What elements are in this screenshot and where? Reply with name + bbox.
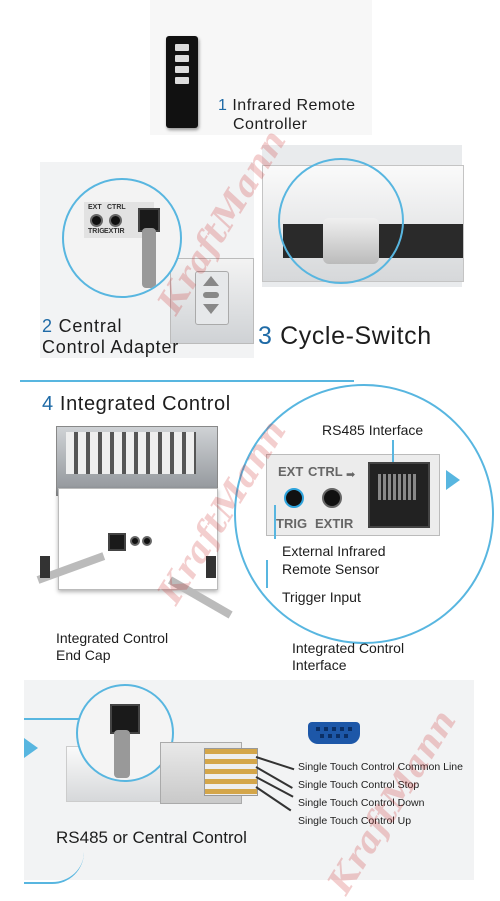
- rs485-label: RS485 Interface: [322, 422, 424, 438]
- rj-plug-contacts: [204, 748, 258, 796]
- interface-port-extir: EXTIR: [315, 516, 354, 531]
- end-cap-label-line1: Integrated Control: [56, 630, 169, 646]
- down-arrow-icon: [203, 304, 219, 314]
- integrated-top-line: [20, 380, 354, 382]
- extir-jack: [322, 488, 342, 508]
- adapter-zoom-circle: EXT CTRL TRIG EXTIR: [62, 178, 182, 298]
- end-cap-image: [36, 426, 238, 626]
- integrated-title: 4 Integrated Control: [42, 393, 231, 416]
- up-arrow-icon: [203, 276, 219, 286]
- interface-label: Integrated Control Interface: [292, 640, 404, 674]
- trig-leader: [266, 560, 268, 588]
- sensor-label-line1: External Infrared: [282, 543, 386, 559]
- rs485-zoom-circle: [76, 684, 174, 782]
- interface-port-ext: EXT: [278, 464, 304, 479]
- adapter-port-ctrl: CTRL: [107, 204, 126, 211]
- remote-number: 1: [218, 97, 228, 114]
- rs485-bottom-curve: [24, 852, 84, 884]
- db9-connector: [308, 722, 360, 744]
- rs485-port-contacts: [378, 474, 416, 500]
- sensor-label: External Infrared Remote Sensor: [282, 542, 386, 578]
- interface-label-line2: Interface: [292, 657, 347, 673]
- wire-label-common: Single Touch Control Common Line: [298, 761, 463, 773]
- cycle-title-text: Cycle-Switch: [280, 322, 432, 350]
- cycle-zoom-circle: [278, 158, 404, 284]
- end-cap-jack-1: [130, 536, 140, 546]
- rs485-leader: [392, 440, 394, 462]
- stop-icon: [203, 292, 219, 298]
- adapter-device: [170, 258, 254, 344]
- wire-label-up: Single Touch Control Up: [298, 815, 412, 827]
- adapter-title: 2 Central Control Adapter: [42, 316, 179, 358]
- integrated-title-text: Integrated Control: [59, 393, 231, 415]
- adapter-trig-jack: [90, 214, 103, 227]
- remote-title: 1 Infrared Remote Controller: [218, 96, 355, 134]
- remote-title-line1: Infrared Remote: [232, 97, 356, 114]
- adapter-cable: [142, 228, 156, 288]
- wire-label-stop: Single Touch Control Stop: [298, 779, 420, 791]
- interface-port-ctrl: CTRL: [308, 464, 343, 479]
- remote-controller-image: [166, 36, 198, 128]
- adapter-number: 2: [42, 316, 53, 336]
- adapter-port-ext: EXT: [88, 204, 102, 211]
- adapter-title-line2: Control Adapter: [42, 337, 180, 357]
- adapter-extir-jack: [109, 214, 122, 227]
- end-cap-label-line2: End Cap: [56, 647, 111, 663]
- interface-port-trig: TRIG: [276, 516, 308, 531]
- wire-label-down: Single Touch Control Down: [298, 797, 425, 809]
- adapter-title-line1: Central: [58, 316, 123, 336]
- remote-title-line2: Controller: [233, 116, 308, 133]
- interface-arrow-right-icon: [446, 470, 460, 490]
- end-cap-rj-port: [108, 533, 126, 551]
- adapter-port-trig: TRIG: [88, 228, 105, 235]
- ctrl-arrow-icon: ➡: [346, 469, 356, 481]
- extir-leader: [274, 505, 332, 539]
- integrated-number: 4: [42, 393, 54, 415]
- adapter-port-extir: EXTIR: [104, 228, 125, 235]
- end-cap-label: Integrated Control End Cap: [56, 630, 168, 664]
- rs485-arrow-right-icon: [24, 738, 38, 758]
- trig-jack: [284, 488, 304, 508]
- sensor-label-line2: Remote Sensor: [282, 561, 380, 577]
- trigger-label: Trigger Input: [282, 589, 361, 605]
- cycle-title: 3 Cycle-Switch: [258, 322, 432, 351]
- rs485-title: RS485 or Central Control: [56, 828, 247, 847]
- interface-label-line1: Integrated Control: [292, 640, 405, 656]
- wire-lines: [255, 740, 300, 830]
- rs485-top-line: [24, 718, 84, 720]
- end-cap-jack-2: [142, 536, 152, 546]
- cycle-number: 3: [258, 322, 273, 350]
